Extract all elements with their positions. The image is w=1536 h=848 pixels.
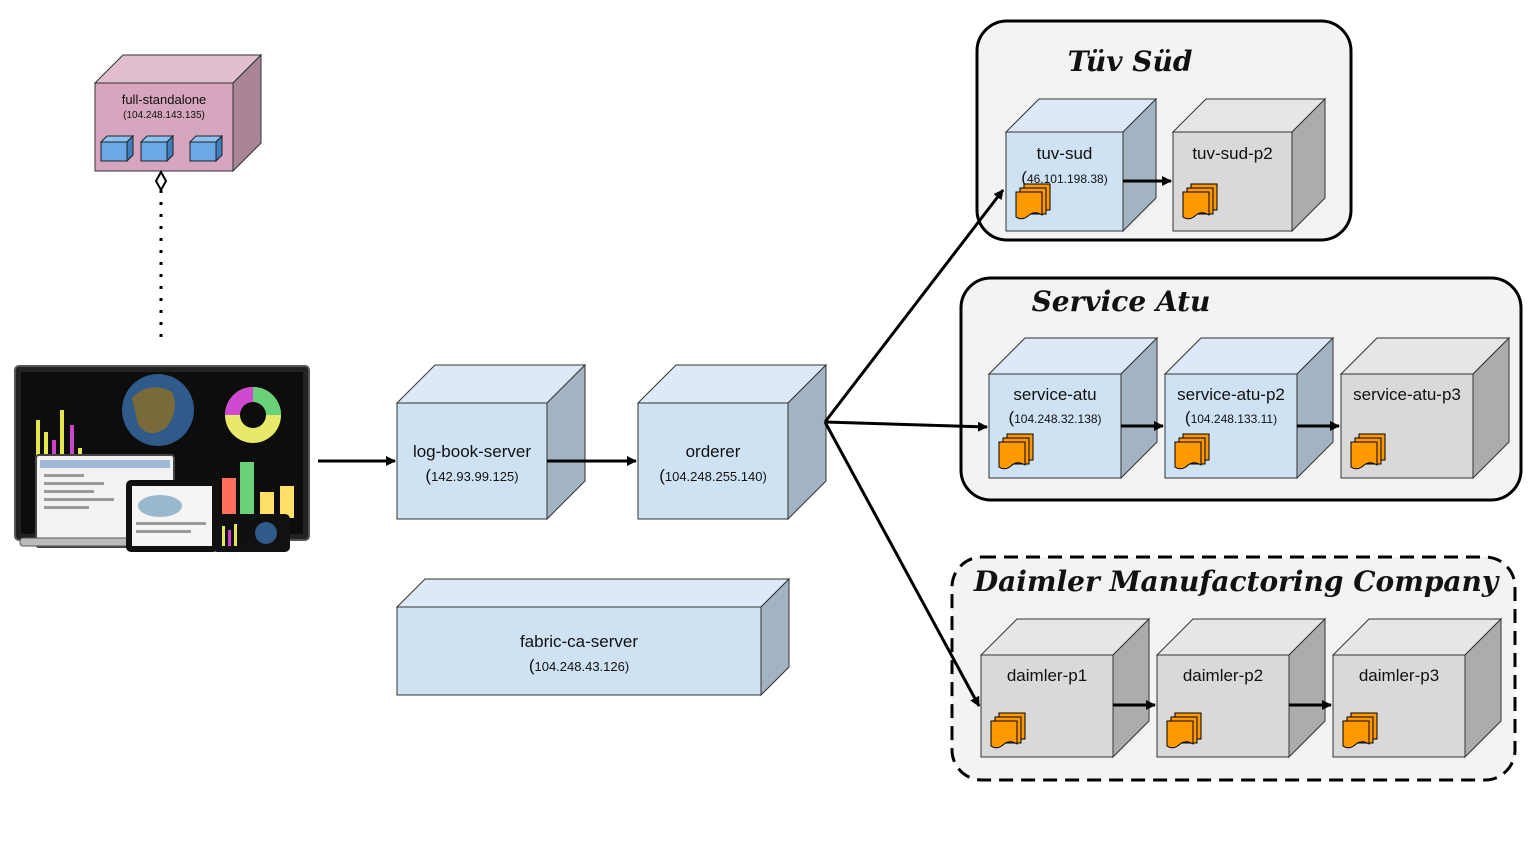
daimler-p3-node-name: daimler-p3: [1359, 666, 1439, 685]
tuv-sud-node-name: tuv-sud: [1037, 144, 1093, 163]
daimler-p1-node-name: daimler-p1: [1007, 666, 1087, 685]
tuv-sud-p2-node: tuv-sud-p2: [1171, 97, 1327, 233]
container-icon: [139, 134, 175, 163]
orderer-node: orderer (104.248.255.140): [636, 363, 828, 521]
container-icon: [188, 134, 224, 163]
group-title-tuv-sud: Tüv Süd: [1068, 45, 1193, 78]
full-standalone-node: full-standalone (104.248.143.135): [93, 53, 263, 173]
daimler-p1-node-ledger-icon: [990, 712, 1026, 749]
service-atu-p3-node-name: service-atu-p3: [1353, 385, 1461, 404]
log-book-server-node-ip-value: 142.93.99.125): [431, 469, 518, 484]
fabric-ca-server-node-ip-paren: (: [529, 656, 535, 675]
service-atu-p3-node: service-atu-p3: [1339, 336, 1511, 480]
tuv-sud-node: tuv-sud (46.101.198.38): [1004, 97, 1158, 233]
orderer-node-name: orderer: [686, 442, 741, 461]
log-book-server-node-name: log-book-server: [413, 442, 531, 461]
arrow-orderer-to-daimler-p1: [823, 421, 981, 707]
log-book-server-node-ip-paren: (: [425, 466, 431, 485]
full-standalone-ip: (104.248.143.135): [123, 110, 205, 121]
tuv-sud-node-ledger-icon: [1015, 183, 1051, 220]
dashboard-devices-icon: [14, 365, 310, 552]
container-icon: [99, 134, 135, 163]
daimler-p2-node: daimler-p2: [1155, 617, 1327, 759]
service-atu-node-ip-value: 104.248.32.138): [1014, 412, 1101, 426]
daimler-p2-node-ledger-icon: [1166, 712, 1202, 749]
fabric-ca-server-node-name: fabric-ca-server: [520, 632, 638, 651]
service-atu-p2-node-ip-value: 104.248.133.11): [1191, 412, 1278, 426]
group-title-daimler: Daimler Manufactoring Company: [973, 565, 1500, 598]
arrow-orderer-to-service-atu: [824, 420, 988, 432]
log-book-server-node: log-book-server (142.93.99.125): [395, 363, 587, 521]
service-atu-node-name: service-atu: [1013, 385, 1096, 404]
tuv-sud-node-ip-paren: (: [1021, 168, 1027, 187]
log-book-server-node-ip: (142.93.99.125): [425, 466, 518, 485]
fabric-ca-server-node-ip-value: 104.248.43.126): [534, 659, 629, 674]
fabric-ca-server-node-ip: (104.248.43.126): [529, 656, 629, 675]
tuv-sud-node-ip-value: 46.101.198.38): [1027, 172, 1108, 186]
tuv-sud-node-ip: (46.101.198.38): [1021, 168, 1107, 187]
tuv-sud-p2-node-name: tuv-sud-p2: [1192, 144, 1272, 163]
service-atu-p2-node-name: service-atu-p2: [1177, 385, 1285, 404]
orderer-node-ip: (104.248.255.140): [659, 466, 767, 485]
service-atu-p3-node-ledger-icon: [1350, 433, 1386, 470]
service-atu-p2-node-ip: (104.248.133.11): [1185, 408, 1277, 427]
daimler-p3-node-ledger-icon: [1342, 712, 1378, 749]
service-atu-p2-node: service-atu-p2 (104.248.133.11): [1163, 336, 1335, 480]
orderer-node-ip-value: 104.248.255.140): [665, 469, 767, 484]
service-atu-p2-node-ledger-icon: [1174, 433, 1210, 470]
fabric-ca-server-node: fabric-ca-server (104.248.43.126): [395, 577, 791, 697]
service-atu-node-ledger-icon: [998, 433, 1034, 470]
tuv-sud-p2-node-ledger-icon: [1182, 183, 1218, 220]
group-title-service-atu: Service Atu: [1032, 285, 1211, 318]
daimler-p2-node-name: daimler-p2: [1183, 666, 1263, 685]
service-atu-node-ip: (104.248.32.138): [1008, 408, 1101, 427]
daimler-p1-node: daimler-p1: [979, 617, 1151, 759]
arrow-orderer-to-tuv-sud: [823, 189, 1005, 423]
service-atu-p2-node-ip-paren: (: [1185, 408, 1191, 427]
diamond-connector-icon: [154, 169, 168, 193]
daimler-p3-node: daimler-p3: [1331, 617, 1503, 759]
full-standalone-name: full-standalone: [122, 92, 207, 107]
orderer-node-ip-paren: (: [659, 466, 665, 485]
service-atu-node-ip-paren: (: [1008, 408, 1014, 427]
service-atu-node: service-atu (104.248.32.138): [987, 336, 1159, 480]
